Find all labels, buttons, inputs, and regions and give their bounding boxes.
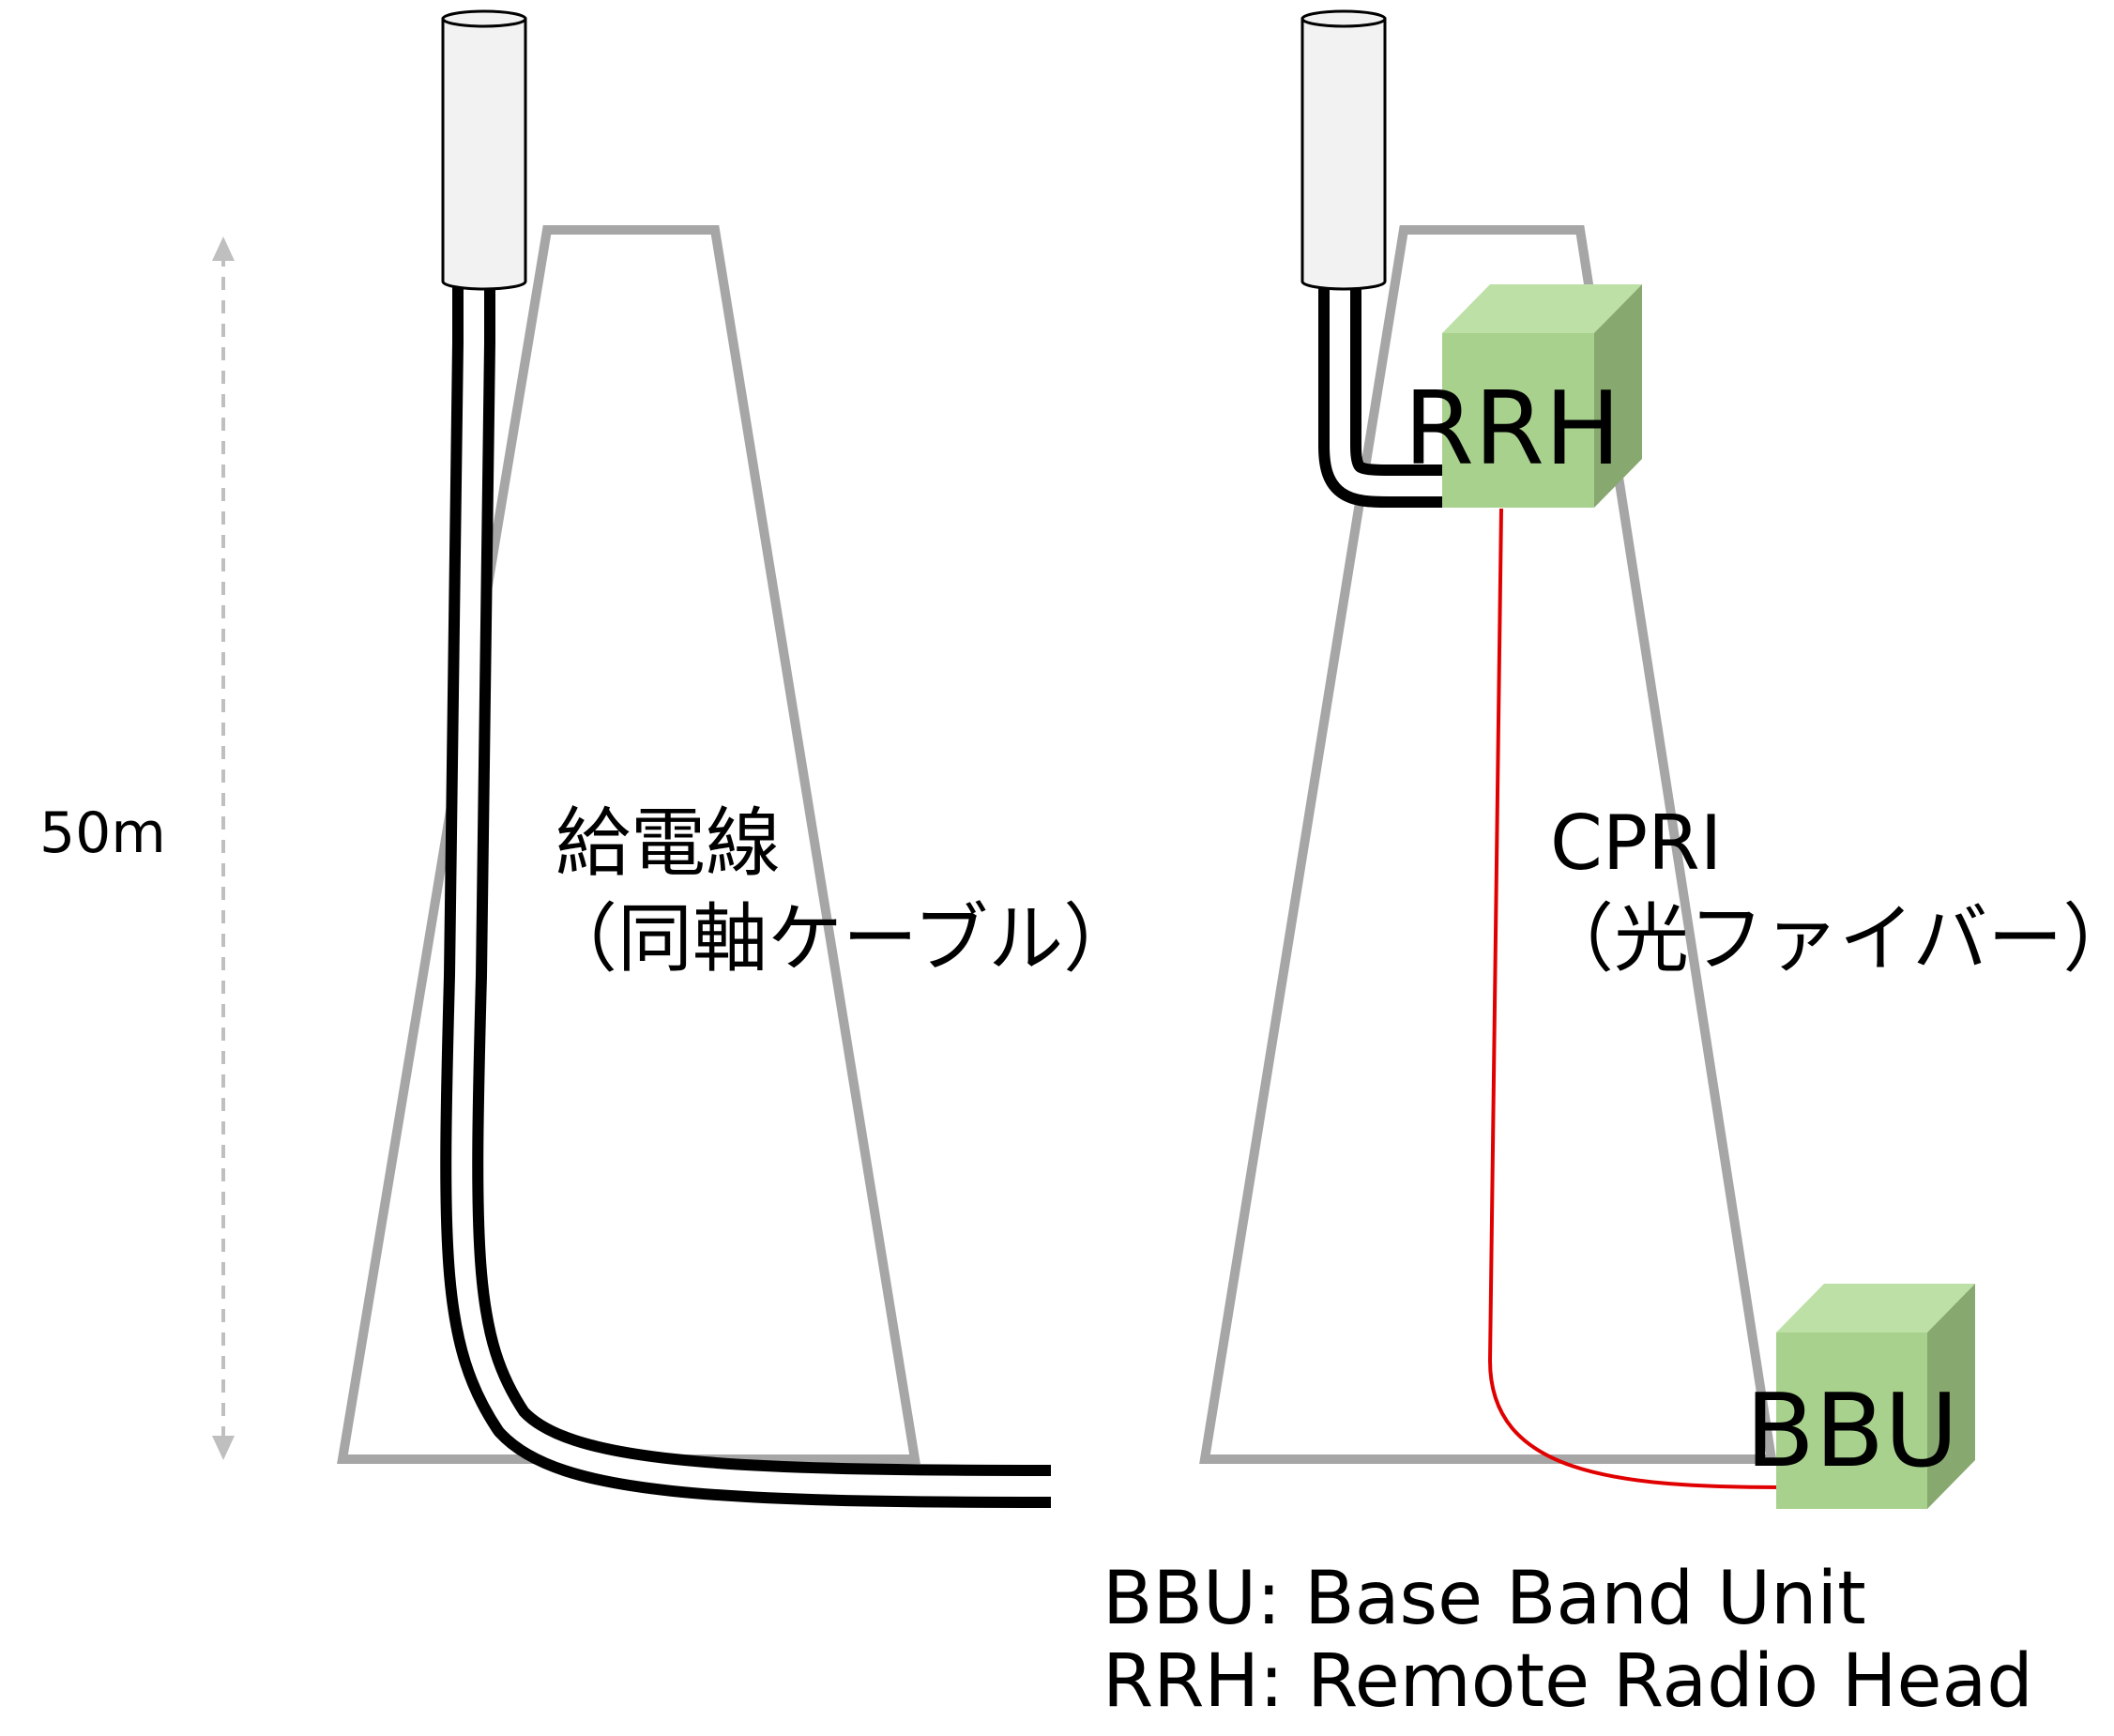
bbu-box	[1776, 1284, 1975, 1509]
coax-label-line1: 給電線	[555, 799, 781, 887]
legend: BBU: Base Band Unit RRH: Remote Radio He…	[1103, 1557, 2033, 1724]
right-tower-group: RRH BBU CPRI （光ファイバー）	[1199, 9, 2114, 1509]
height-arrow-bottom-icon	[212, 1436, 235, 1460]
left-tower	[337, 225, 920, 1464]
coax-cable	[440, 284, 1052, 1508]
right-tower	[1199, 225, 1777, 1464]
cpri-label-line1: CPRI	[1550, 799, 1722, 887]
cpri-label-line2: （光ファイバー）	[1539, 895, 2114, 982]
height-dimension	[212, 236, 235, 1460]
cpri-fiber	[1487, 508, 1784, 1489]
height-arrow-top-icon	[212, 236, 235, 261]
bbu-label: BBU	[1745, 1373, 1958, 1490]
rrh-box	[1442, 284, 1642, 508]
legend-rrh: RRH: Remote Radio Head	[1103, 1639, 2033, 1724]
rrh-label: RRH	[1404, 371, 1620, 488]
right-antenna-icon	[1300, 9, 1387, 291]
height-label: 50m	[39, 800, 166, 866]
left-antenna-icon	[441, 9, 527, 291]
left-tower-group: 給電線 （同軸ケーブル）	[337, 9, 1138, 1508]
coax-label-line2: （同軸ケーブル）	[542, 895, 1138, 982]
legend-bbu: BBU: Base Band Unit	[1103, 1557, 1866, 1641]
rrh-jumper-cable	[1318, 282, 1442, 508]
